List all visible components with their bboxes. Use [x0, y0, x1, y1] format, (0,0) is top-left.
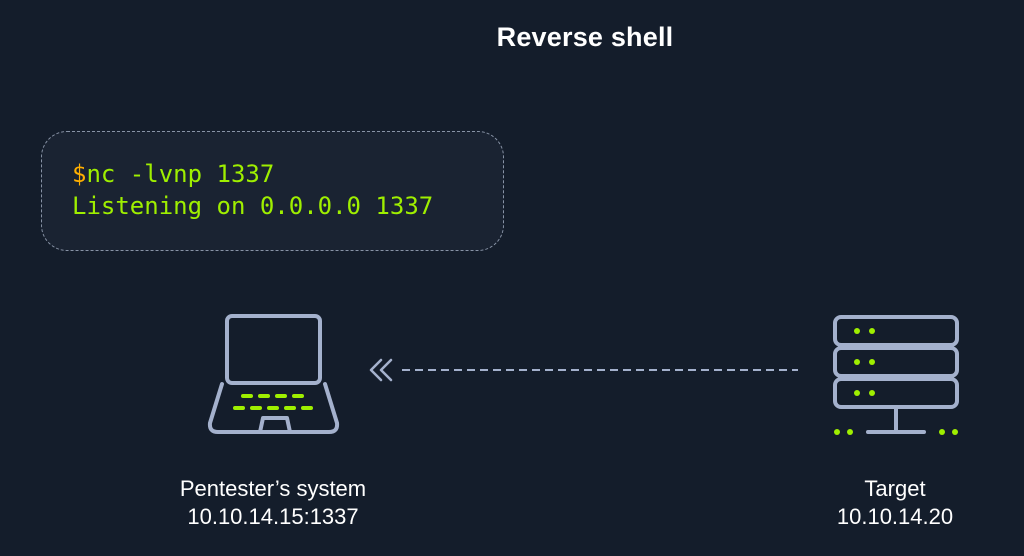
pentester-name: Pentester’s system — [179, 476, 367, 501]
terminal-box: $nc -lvnp 1337 Listening on 0.0.0.0 1337 — [41, 131, 504, 251]
connection-dashed-line — [402, 369, 798, 371]
terminal-command-line: $nc -lvnp 1337 — [72, 160, 274, 188]
server-icon — [833, 315, 959, 435]
target-label: Target 10.10.14.20 — [800, 475, 990, 531]
double-chevron-left-icon — [369, 358, 393, 382]
terminal-output: Listening on 0.0.0.0 1337 — [72, 192, 434, 220]
terminal-command: nc -lvnp 1337 — [86, 160, 275, 188]
laptop-icon — [207, 314, 340, 434]
target-address: 10.10.14.20 — [836, 504, 954, 529]
target-name: Target — [864, 476, 926, 501]
diagram-title: Reverse shell — [496, 22, 674, 52]
terminal-prompt: $ — [72, 160, 87, 188]
pentester-label: Pentester’s system 10.10.14.15:1337 — [143, 475, 403, 531]
pentester-address: 10.10.14.15:1337 — [187, 504, 359, 529]
